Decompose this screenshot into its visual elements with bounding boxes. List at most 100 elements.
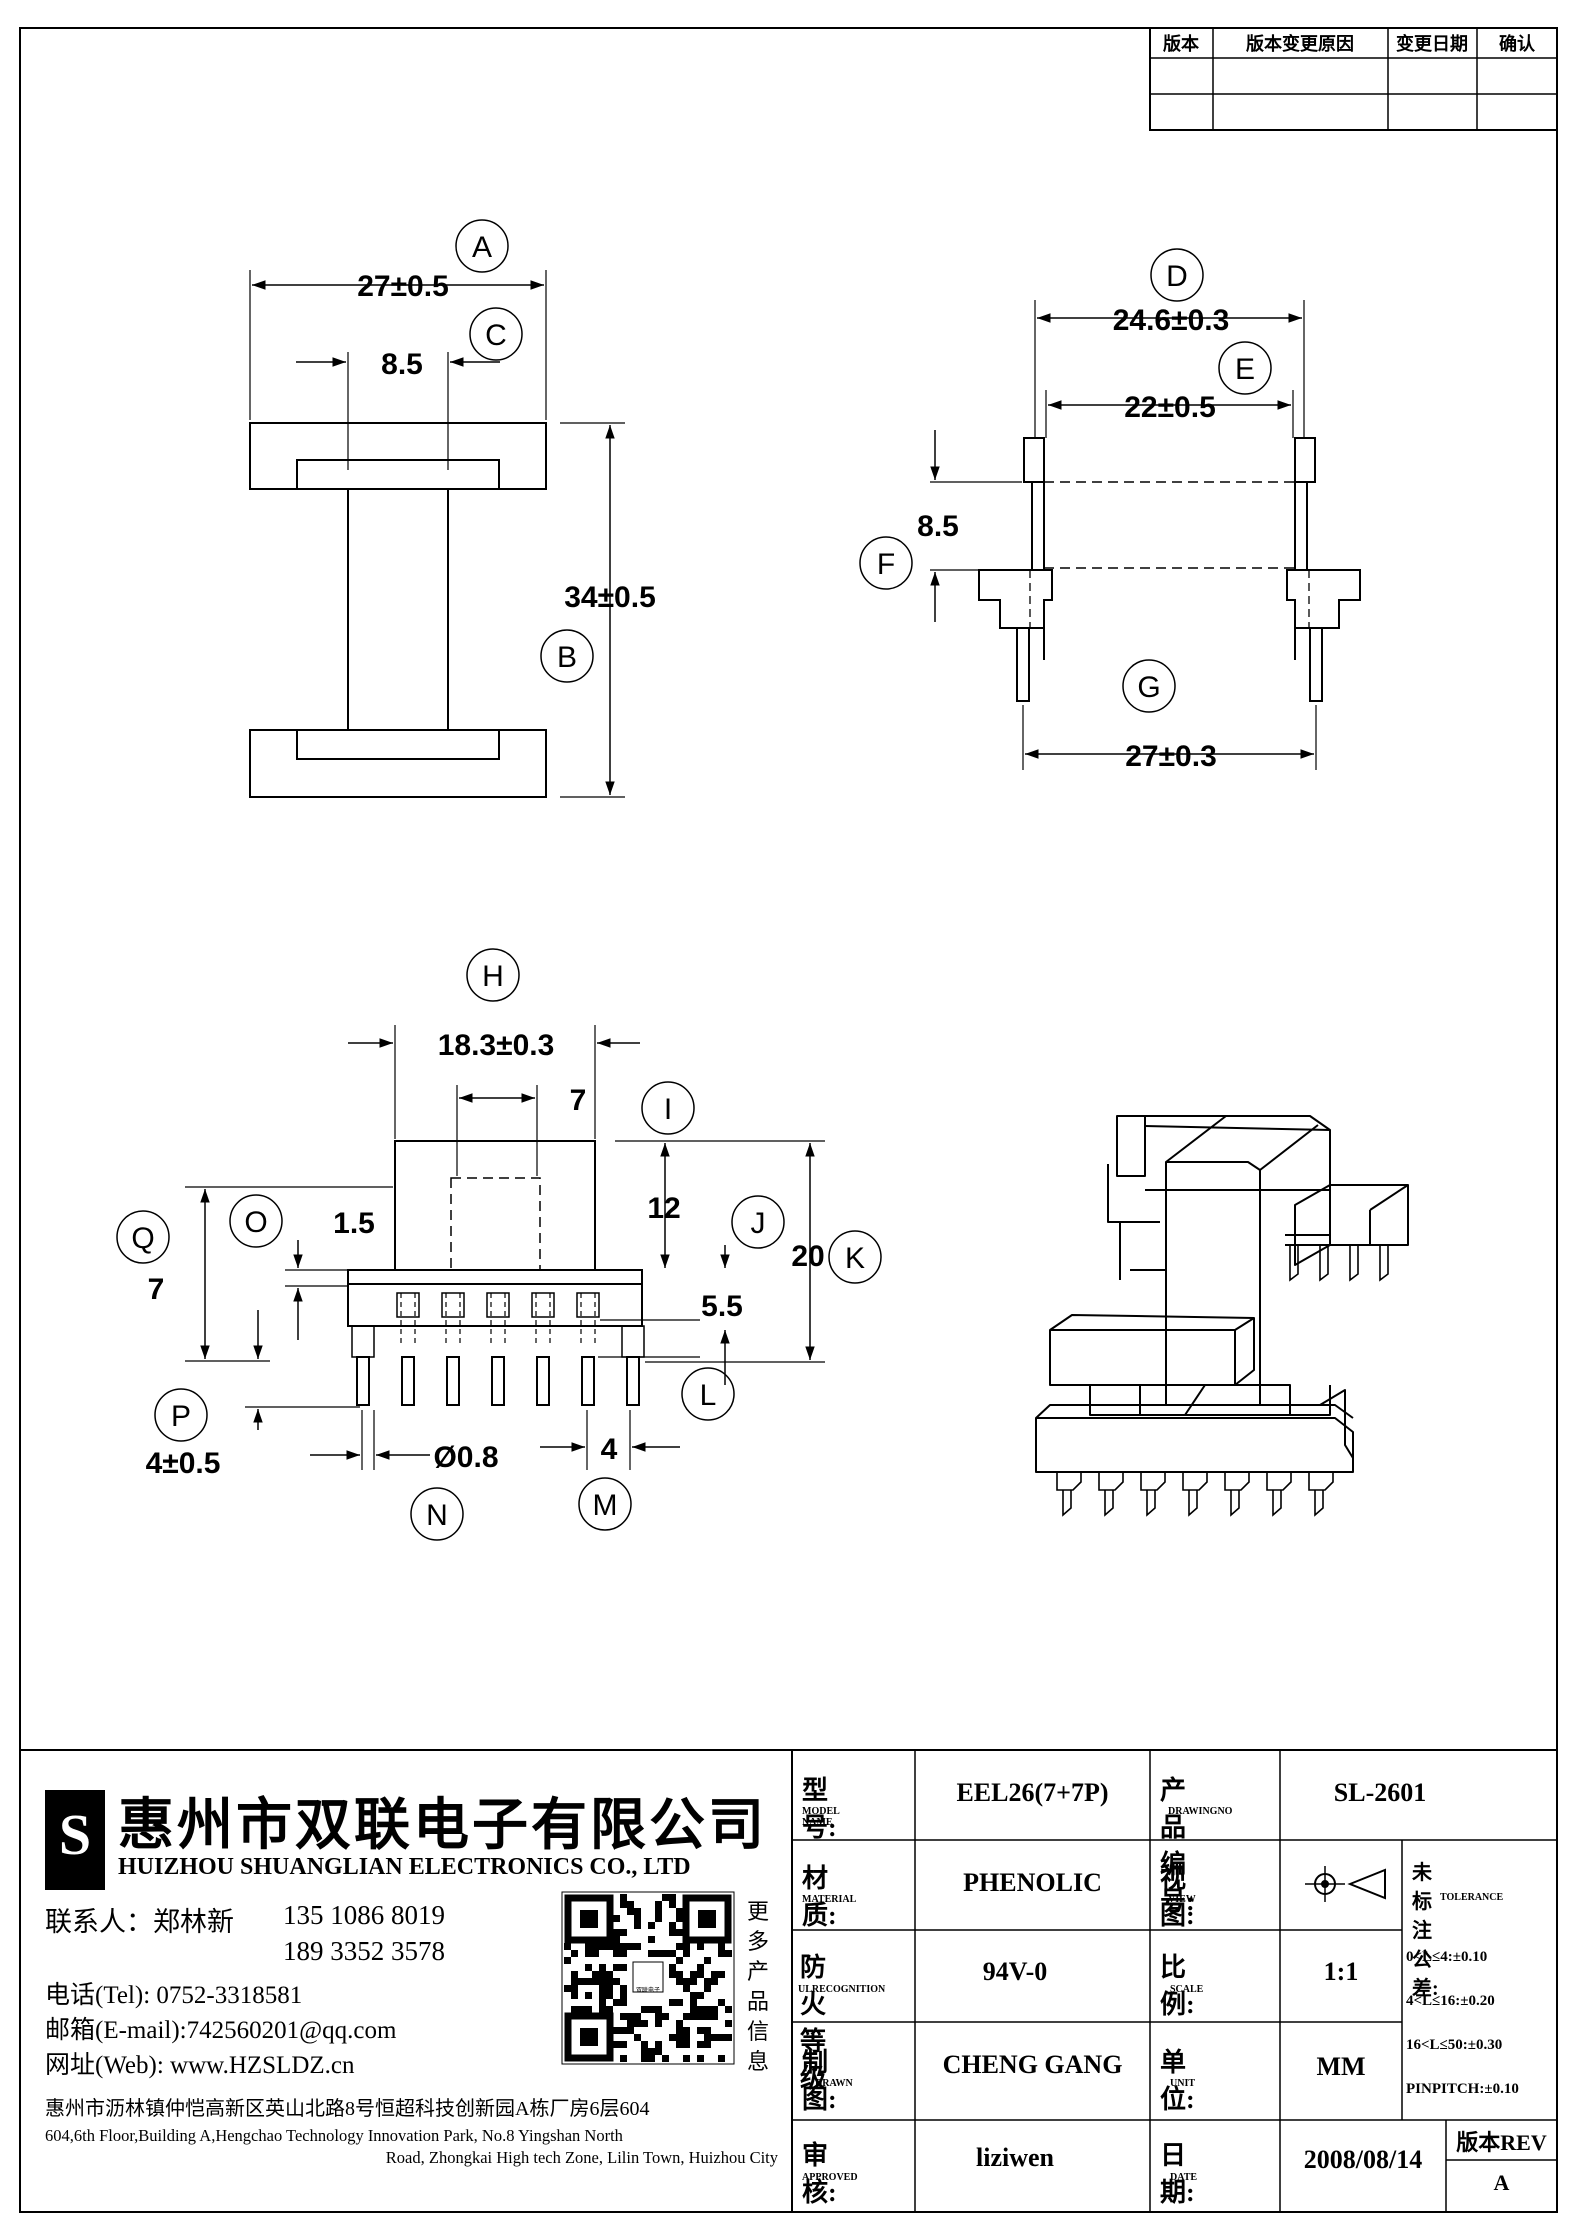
pin (1319, 1245, 1329, 1282)
isometric-pins (1056, 1245, 1389, 1517)
rev-header-reason: 版本变更原因 (1246, 33, 1354, 54)
qr-module (571, 1992, 578, 1999)
qr-module (634, 1915, 641, 1922)
qr-module (620, 1985, 627, 1992)
qr-module (655, 2020, 662, 2027)
qr-module (676, 1908, 683, 1915)
dim-f-value: 8.5 (917, 510, 959, 543)
pin (1224, 1472, 1250, 1517)
date-value: 2008/08/14 (1303, 2145, 1423, 2174)
label-circle-q (116, 1210, 170, 1264)
isometric-view (1035, 1115, 1409, 1473)
qr-module (613, 1915, 620, 1922)
qr-module (613, 1936, 620, 1943)
label-letter-k: K (845, 1242, 865, 1275)
qr-module (620, 2055, 627, 2062)
qr-module (599, 1985, 606, 1992)
website: 网址(Web): www.HZSLDZ.cn (45, 2052, 355, 2079)
label-letter-p: P (171, 1400, 191, 1433)
qr-module (718, 1950, 725, 1957)
qr-module (711, 1971, 718, 1978)
qr-module (655, 1908, 662, 1915)
dim-a-value: 27±0.5 (357, 270, 449, 303)
dim-q-value: 7 (148, 1273, 165, 1306)
qr-module (704, 2006, 711, 2013)
label-letter-q: Q (131, 1222, 154, 1255)
qr-module (669, 1929, 676, 1936)
qr-module (634, 2034, 641, 2041)
pin (396, 1292, 420, 1406)
dim-h-value: 18.3±0.3 (438, 1029, 555, 1062)
dim-d-value: 24.6±0.3 (1113, 304, 1230, 337)
qr-module (676, 2041, 683, 2048)
qr-module (669, 1922, 676, 1929)
qr-module (683, 1950, 690, 1957)
qr-module (620, 1943, 627, 1950)
dim-k-value: 20 (791, 1240, 824, 1273)
dim-i-value: 7 (570, 1084, 587, 1117)
pin (486, 1292, 510, 1406)
label-letter-i: I (664, 1093, 672, 1126)
drawn-value: CHENG GANG (942, 2050, 1123, 2079)
company-name-en: HUIZHOU SHUANGLIAN ELECTRONICS CO., LTD (118, 1854, 691, 1880)
qr-module (676, 2027, 683, 2034)
label-circle-o (229, 1194, 283, 1248)
qr-module (620, 1894, 627, 1901)
front-view-labels: H 18.3±0.3 7 I 12 J 20 K O 1.5 Q 7 5.5 L… (116, 948, 882, 1541)
qr-module (683, 1978, 690, 1985)
qr-module (571, 1985, 578, 1992)
qr-module (585, 1950, 592, 1957)
address-cn: 惠州市沥林镇仲恺高新区英山北路8号恒超科技创新园A栋厂房6层604 (45, 2098, 650, 2120)
qr-module (725, 2034, 732, 2041)
qr-module (627, 2020, 634, 2027)
qr-module (669, 1950, 676, 1957)
label-circle-k (828, 1230, 882, 1284)
material-value: PHENOLIC (963, 1868, 1102, 1897)
pin (621, 1325, 645, 1406)
qr-module (676, 1978, 683, 1985)
qr-module (704, 2013, 711, 2020)
qr-module (634, 1922, 641, 1929)
qr-module (627, 2027, 634, 2034)
label-letter-e: E (1235, 353, 1255, 386)
pin (1379, 1245, 1389, 1282)
top-view (249, 270, 625, 798)
qr-module (606, 1992, 613, 1999)
title-block-frame (20, 1749, 1557, 2212)
unit-label-en: UNIT (1170, 2078, 1196, 2089)
rev-header-date: 变更日期 (1396, 33, 1468, 54)
dim-b-value: 34±0.5 (564, 581, 656, 614)
qr-module (620, 1901, 627, 1908)
qr-module (627, 2013, 634, 2020)
qr-module (711, 2006, 718, 2013)
qr-module (571, 1971, 578, 1978)
bottom-flange-slot (296, 729, 500, 760)
qr-module (599, 1992, 606, 1999)
label-letter-m: M (593, 1489, 618, 1522)
rev-header-confirm: 确认 (1499, 33, 1536, 54)
qr-module (634, 1943, 641, 1950)
qr-module (655, 2006, 662, 2013)
qr-module (676, 1971, 683, 1978)
qr-module (655, 1915, 662, 1922)
tolerance-row: PINPITCH:±0.10 (1406, 2081, 1519, 2097)
tolerance-row: 4<L≤16:±0.20 (1406, 1993, 1495, 2009)
drawingno-label: 产品编号: (1160, 1776, 1195, 1916)
label-circle-j (731, 1195, 785, 1249)
qr-module (683, 2034, 690, 2041)
pin (1098, 1472, 1124, 1517)
tolerance-label: 未标注公差: (1412, 1862, 1439, 2000)
label-circle-e (1218, 341, 1272, 395)
qr-module (606, 1978, 613, 1985)
qr-module (725, 2020, 732, 2027)
fire-rating-value: 94V-0 (982, 1957, 1048, 1986)
qr-module (676, 2034, 683, 2041)
qr-module (704, 1978, 711, 1985)
qr-caption-char: 多 (746, 1929, 769, 1954)
qr-module (655, 1901, 662, 1908)
qr-module (718, 1999, 725, 2006)
qr-module (697, 2041, 704, 2048)
qr-module (641, 2048, 648, 2055)
qr-module (620, 1992, 627, 1999)
label-letter-d: D (1166, 260, 1188, 293)
